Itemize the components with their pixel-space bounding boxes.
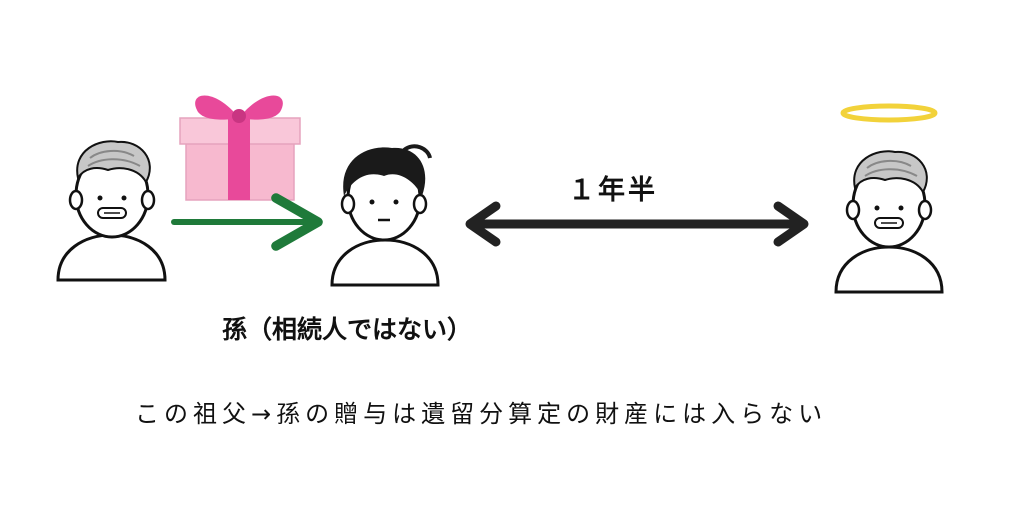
grandfather-figure	[56, 140, 167, 282]
caption-text: この祖父→孫の贈与は遺留分算定の財産には入らない	[135, 400, 828, 428]
gift-icon	[179, 95, 301, 201]
deceased-grandfather-figure	[834, 150, 944, 294]
halo-icon	[840, 103, 938, 123]
grandchild-figure	[330, 144, 440, 287]
duration-label: １年半	[568, 175, 658, 206]
grandchild-label: 孫（相続人ではない）	[222, 315, 473, 344]
period-double-arrow	[465, 201, 809, 247]
